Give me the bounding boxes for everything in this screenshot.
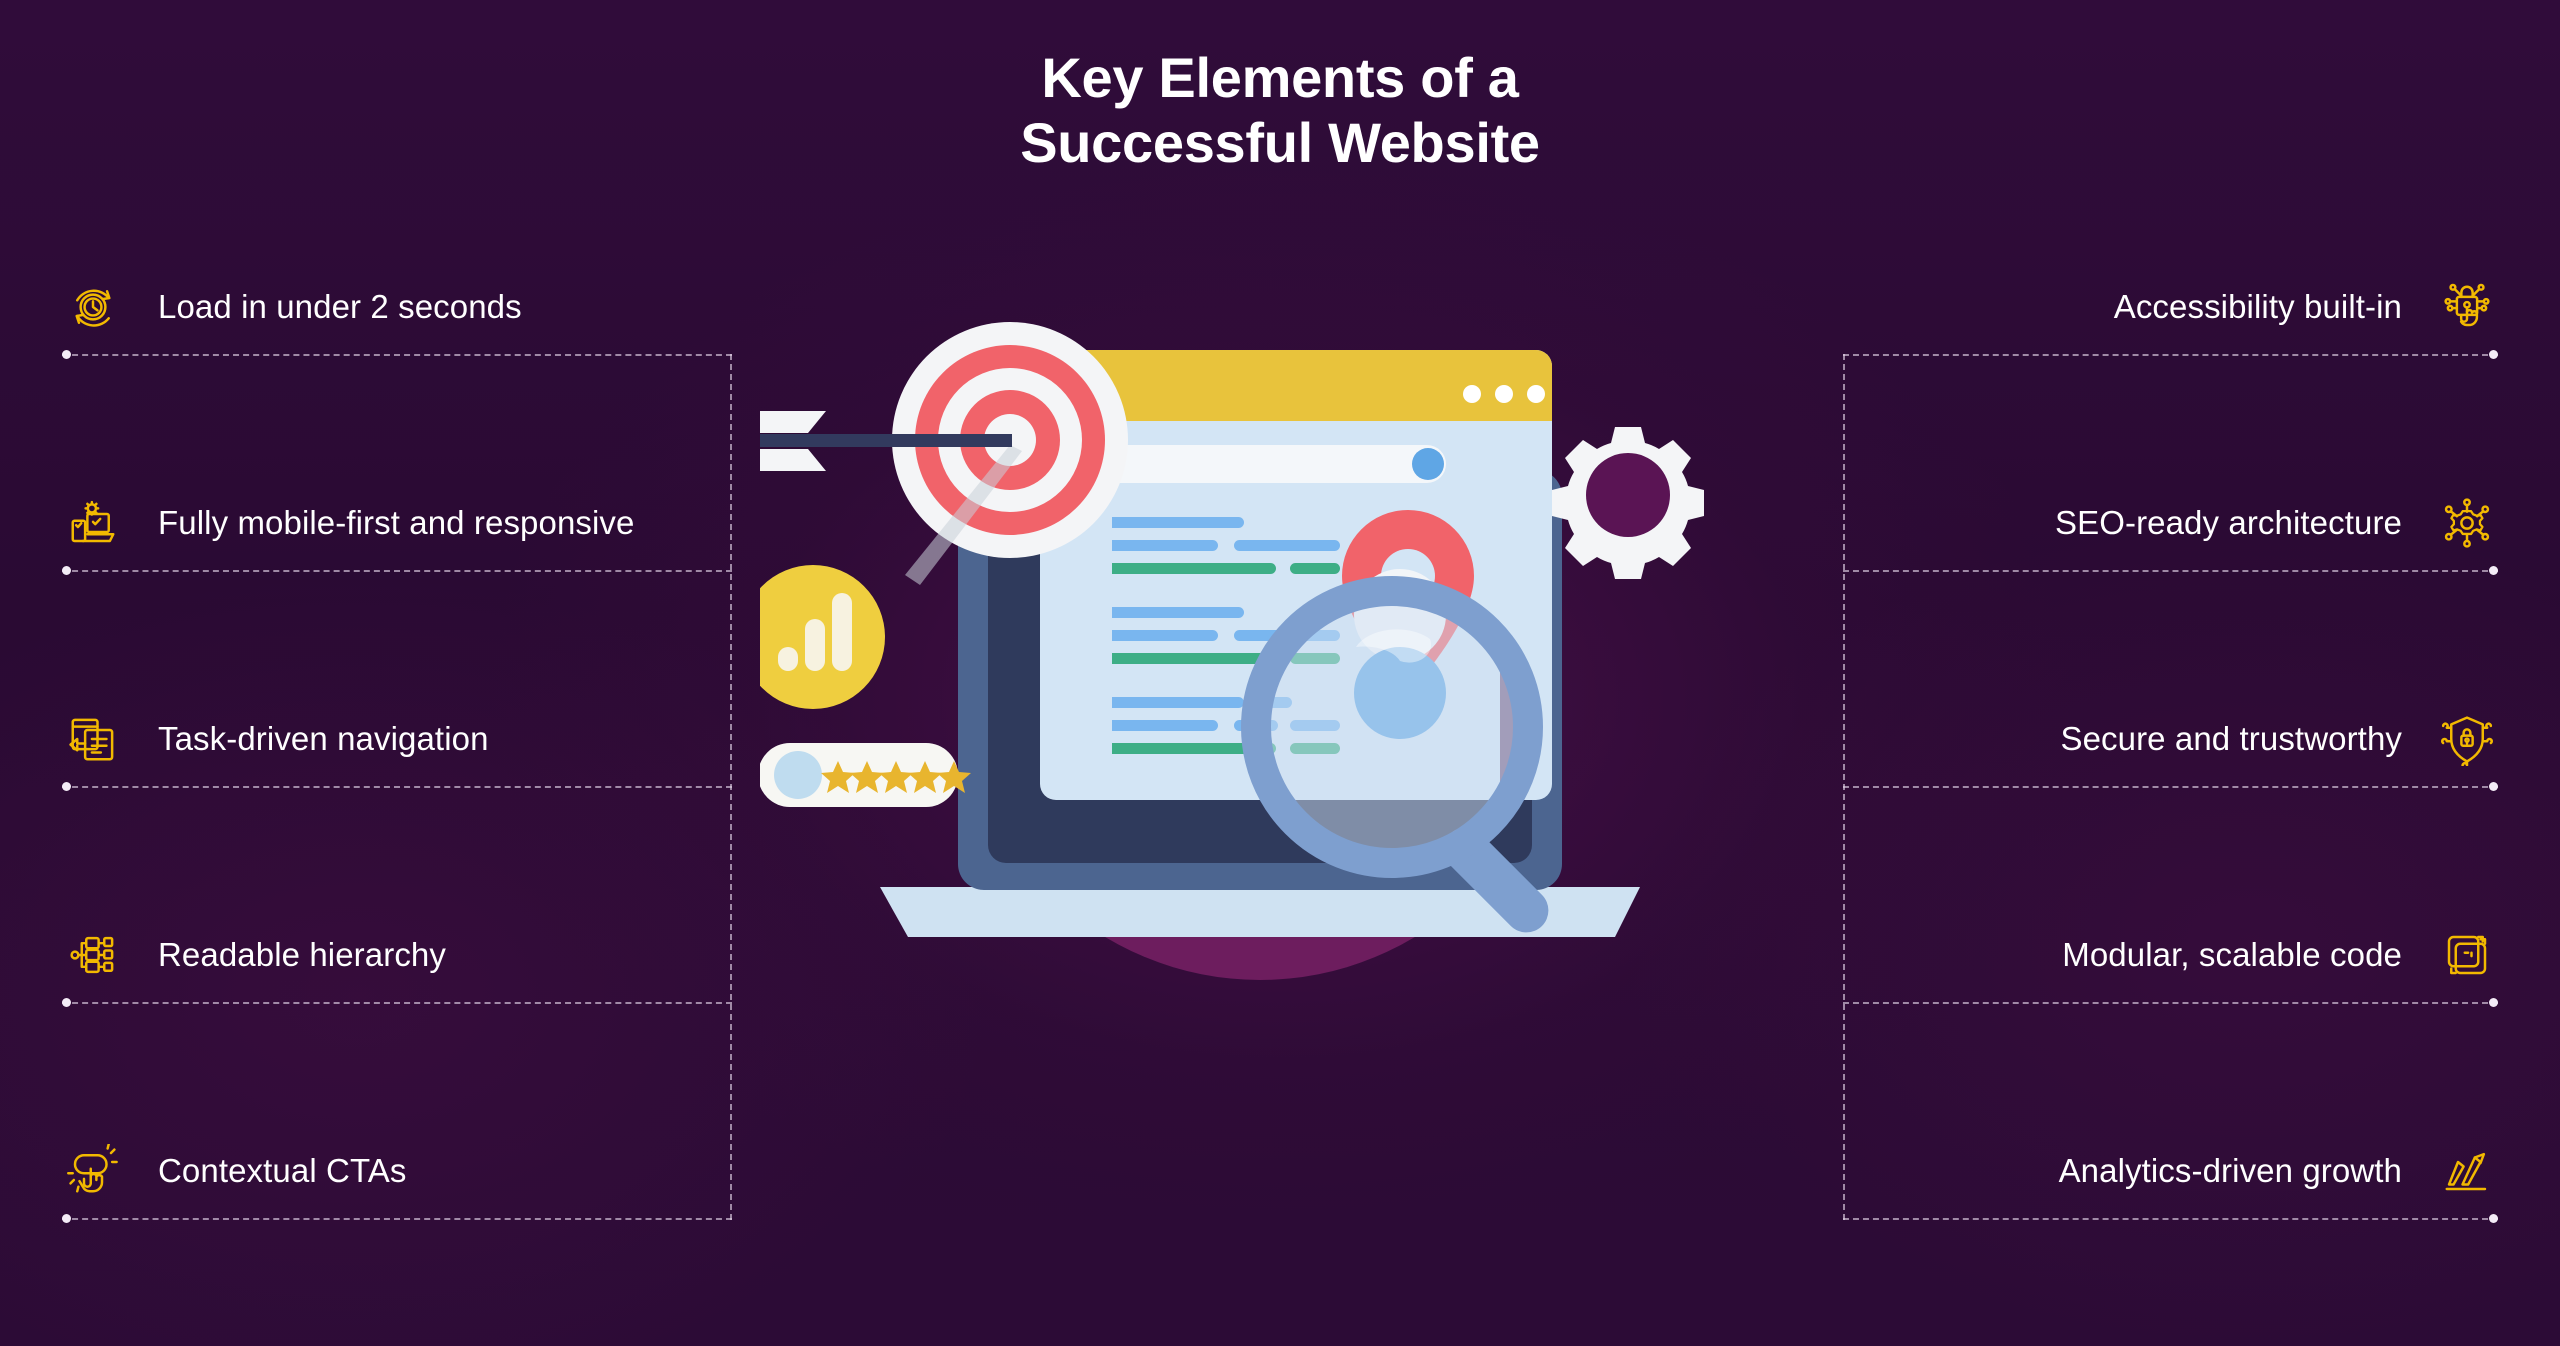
left-feature-column: Load in under 2 seconds Fully mobile-fir… (62, 252, 732, 1226)
list-item[interactable]: Readable hierarchy (62, 900, 732, 1010)
list-item[interactable]: Contextual CTAs (62, 1116, 732, 1226)
list-item-label: Secure and trustworthy (2060, 719, 2402, 757)
row-spacer (1843, 362, 2498, 468)
divider-dot-right-4 (2489, 998, 2498, 1007)
list-item-label: Contextual CTAs (158, 1151, 407, 1189)
divider-dot-right-3 (2489, 782, 2498, 791)
task-document-arrow-icon (62, 708, 124, 770)
list-item[interactable]: Analytics-driven growth (1843, 1116, 2498, 1226)
row-spacer (62, 362, 732, 468)
modular-blocks-icon (2436, 924, 2498, 986)
row-spacer (62, 578, 732, 684)
seo-network-gear-icon (2436, 492, 2498, 554)
divider-left-3 (62, 786, 732, 788)
row-spacer (1843, 578, 2498, 684)
list-item[interactable]: SEO-ready architecture (1843, 468, 2498, 578)
list-item-label: Load in under 2 seconds (158, 287, 522, 325)
list-item-label: Accessibility built-in (2113, 287, 2402, 325)
list-item-label: Fully mobile-first and responsive (158, 503, 635, 541)
list-item-label: SEO-ready architecture (2054, 503, 2402, 541)
divider-left-2 (62, 570, 732, 572)
list-item[interactable]: Fully mobile-first and responsive (62, 468, 732, 578)
accessibility-lock-touch-icon (2436, 276, 2498, 338)
list-item[interactable]: Accessibility built-in (1843, 252, 2498, 362)
divider-left-5 (62, 1218, 732, 1220)
list-item[interactable]: Secure and trustworthy (1843, 684, 2498, 794)
divider-dot-left-4 (62, 998, 71, 1007)
divider-right-2 (1843, 570, 2498, 572)
right-feature-column: Accessibility built-in SEO-ready archite… (1843, 252, 2498, 1226)
divider-dot-left-3 (62, 782, 71, 791)
divider-left-1 (62, 354, 732, 356)
hierarchy-tree-icon (62, 924, 124, 986)
row-spacer (62, 1010, 732, 1116)
clock-refresh-icon (62, 276, 124, 338)
page-title-line-1: Key Elements of a (1041, 46, 1519, 109)
divider-dot-right-2 (2489, 566, 2498, 575)
row-spacer (1843, 794, 2498, 900)
list-item[interactable]: Modular, scalable code (1843, 900, 2498, 1010)
list-item[interactable]: Load in under 2 seconds (62, 252, 732, 362)
divider-dot-right-1 (2489, 350, 2498, 359)
row-spacer (62, 794, 732, 900)
growth-arrow-chart-icon (2436, 1140, 2498, 1202)
list-item[interactable]: Task-driven navigation (62, 684, 732, 794)
responsive-devices-icon (62, 492, 124, 554)
cta-click-button-icon (62, 1140, 124, 1202)
divider-left-4 (62, 1002, 732, 1004)
divider-right-1 (1843, 354, 2498, 356)
list-item-label: Modular, scalable code (2062, 935, 2402, 973)
row-spacer (1843, 1010, 2498, 1116)
divider-left-vertical (730, 354, 732, 1220)
divider-right-4 (1843, 1002, 2498, 1004)
divider-right-3 (1843, 786, 2498, 788)
divider-dot-left-1 (62, 350, 71, 359)
page-title: Key Elements of a Successful Website (0, 46, 2560, 176)
divider-right-vertical (1843, 354, 1845, 1220)
list-item-label: Readable hierarchy (158, 935, 446, 973)
list-item-label: Task-driven navigation (158, 719, 489, 757)
divider-dot-left-5 (62, 1214, 71, 1223)
shield-lock-icon (2436, 708, 2498, 770)
page-title-line-2: Successful Website (1020, 110, 1540, 174)
divider-dot-left-2 (62, 566, 71, 575)
website-target-laptop-magnifier-illustration (760, 195, 1770, 1205)
divider-right-5 (1843, 1218, 2498, 1220)
divider-dot-right-5 (2489, 1214, 2498, 1223)
list-item-label: Analytics-driven growth (2058, 1151, 2402, 1189)
